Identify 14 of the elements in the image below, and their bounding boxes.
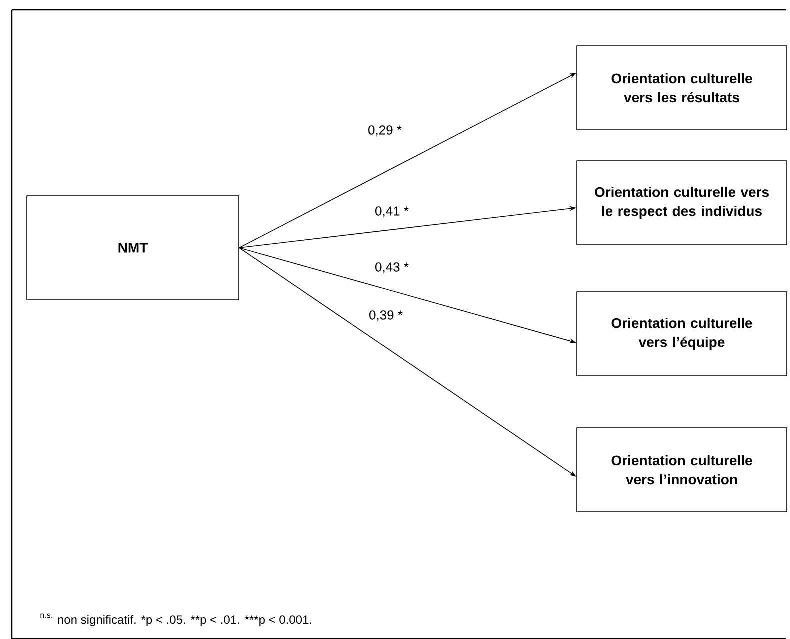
- footnote-text: ***p < 0.001.: [245, 616, 312, 626]
- edge-label: 0,43 *: [376, 262, 409, 274]
- edge-label: 0,41 *: [376, 206, 409, 218]
- footnote-mark: n.s.: [40, 614, 52, 618]
- box: Orientation culturelle vers les résultats: [576, 46, 788, 130]
- footnote-text: *p < .05.: [141, 616, 186, 626]
- edge-label: 0,39 *: [370, 310, 403, 322]
- footnote-text: **p < .01.: [190, 616, 240, 626]
- footnote-text: non significatif.: [58, 615, 136, 626]
- box: NMT: [26, 196, 240, 300]
- box: Orientation culturelle vers l’innovation: [576, 428, 788, 512]
- box: Orientation culturelle vers l’équipe: [576, 292, 788, 376]
- edge-label: 0,29 *: [368, 126, 402, 136]
- box: Orientation culturelle vers le respect des individus: [576, 160, 788, 246]
